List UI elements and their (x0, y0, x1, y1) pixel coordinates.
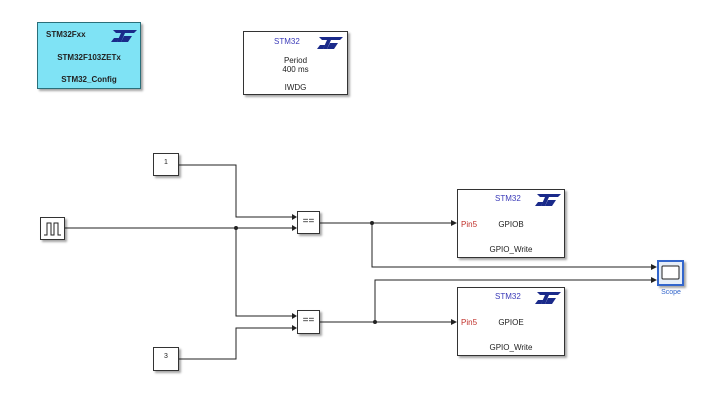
iwdg-param-value: 400 ms (282, 65, 309, 74)
scope-block[interactable] (657, 260, 684, 286)
wire-source-to-compare-bottom (235, 228, 292, 317)
scope-icon (661, 265, 680, 280)
arrowhead (651, 277, 657, 283)
gpio-pin-label: Pin5 (461, 318, 478, 327)
arrowhead (451, 319, 457, 325)
iwdg-param-label: Period (283, 56, 308, 65)
constant-block-bottom[interactable]: 3 (153, 347, 179, 371)
constant-value: 3 (164, 353, 168, 360)
gpio-write-block-top[interactable]: STM32 Pin5 GPIOB GPIO_Write (457, 189, 565, 258)
st-logo-icon (535, 194, 561, 206)
scope-label: Scope (661, 289, 681, 296)
gpio-name-label: GPIO_Write (489, 245, 533, 254)
compare-block-top[interactable]: == (297, 211, 320, 234)
gpio-pin-label: Pin5 (461, 220, 478, 229)
gpio-port-label: GPIOB (498, 220, 524, 229)
wire-compare-bottom-to-scope (374, 279, 651, 322)
stm32-config-block[interactable]: STM32Fxx STM32F103ZETx STM32_Config (37, 22, 141, 89)
constant-block-top[interactable]: 1 (153, 153, 179, 176)
st-logo-icon (535, 292, 561, 304)
wire-const3-to-compare-bottom (179, 327, 292, 360)
arrowhead (451, 220, 457, 226)
config-device-label: STM32F103ZETx (57, 53, 121, 62)
config-family-label: STM32Fxx (46, 30, 86, 39)
wire-compare-top-to-scope (371, 223, 651, 268)
gpio-name-label: GPIO_Write (489, 343, 533, 352)
arrowhead (292, 325, 297, 331)
arrowhead (651, 264, 657, 270)
gpio-port-label: GPIOE (498, 318, 524, 327)
gpio-title: STM32 (495, 292, 521, 301)
compare-block-bottom[interactable]: == (297, 310, 320, 334)
st-logo-icon (111, 30, 137, 42)
pulse-generator-block[interactable] (40, 217, 65, 240)
iwdg-block[interactable]: STM32 Period 400 ms IWDG (243, 31, 348, 95)
gpio-title: STM32 (495, 194, 521, 203)
arrowhead (292, 225, 297, 231)
compare-operator: == (302, 216, 315, 227)
arrowhead (292, 313, 297, 319)
iwdg-title: STM32 (274, 37, 300, 46)
junction-dot (373, 320, 377, 324)
config-name-label: STM32_Config (61, 75, 117, 84)
junction-dot (234, 226, 238, 230)
compare-operator: == (302, 315, 315, 326)
st-logo-icon (317, 37, 343, 49)
pulse-generator-icon (44, 222, 61, 236)
gpio-write-block-bottom[interactable]: STM32 Pin5 GPIOE GPIO_Write (457, 287, 565, 356)
iwdg-name-label: IWDG (284, 83, 307, 92)
arrowhead (292, 214, 297, 220)
wire-const1-to-compare-top (179, 164, 292, 218)
junction-dot (370, 221, 374, 225)
constant-value: 1 (164, 159, 168, 166)
